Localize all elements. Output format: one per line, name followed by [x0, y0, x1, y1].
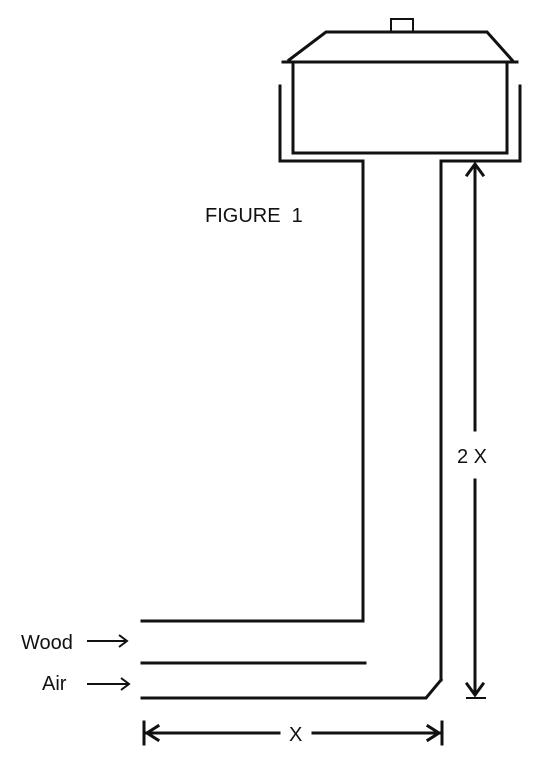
height-dimension-label: 2 X — [457, 446, 487, 468]
air-arrow-icon — [87, 677, 131, 691]
hood-roof — [286, 30, 515, 63]
collector-hood — [278, 18, 522, 163]
width-dimension — [142, 720, 444, 746]
height-dimension — [464, 160, 486, 699]
height-dim-arrow-up-icon — [464, 161, 486, 178]
width-dim-arrow-right-icon — [425, 723, 442, 743]
tray-left — [278, 84, 365, 163]
chimney — [361, 159, 443, 682]
height-dim-arrow-down-icon — [464, 681, 486, 698]
air-label: Air — [42, 673, 67, 695]
width-dimension-label: X — [289, 724, 302, 746]
wood-arrow-icon — [87, 634, 129, 648]
channel-bottom-wall — [140, 677, 444, 700]
width-dim-arrow-left-icon — [144, 723, 161, 743]
figure-title: FIGURE 1 — [205, 205, 303, 227]
feed-channel — [140, 619, 444, 700]
hood-cap — [390, 18, 414, 33]
wood-label: Wood — [21, 632, 73, 654]
